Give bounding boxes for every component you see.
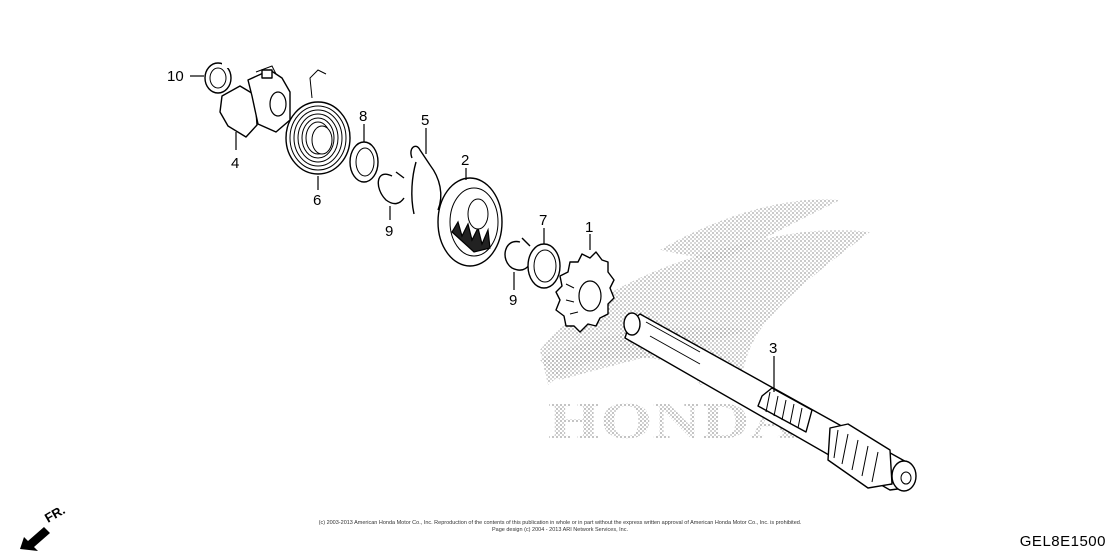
part-3-spindle bbox=[623, 312, 917, 492]
part-7-washer bbox=[527, 243, 561, 289]
callout-labels: 10 4 6 8 9 5 2 9 7 1 3 bbox=[167, 68, 777, 357]
callout-10: 10 bbox=[167, 68, 184, 85]
wing-upper-feather bbox=[660, 199, 840, 262]
leader-lines bbox=[190, 75, 775, 392]
callout-3: 3 bbox=[769, 340, 777, 357]
part-5-spring-clip bbox=[410, 145, 442, 215]
spindle-gear-teeth bbox=[827, 423, 893, 489]
callout-9-lower: 9 bbox=[509, 292, 517, 309]
arrow-down-left-icon bbox=[20, 527, 50, 551]
copyright-line-2: Page design (c) 2004 - 2013 ARI Network … bbox=[491, 527, 629, 533]
callout-6: 6 bbox=[313, 192, 321, 209]
honda-wing-watermark bbox=[540, 199, 870, 385]
callout-9-upper: 9 bbox=[385, 223, 393, 240]
spindle-spline-section bbox=[757, 387, 813, 433]
part-10-snap-ring bbox=[204, 62, 232, 94]
copyright-line-1: (c) 2003-2013 American Honda Motor Co., … bbox=[318, 520, 802, 526]
copyright-notice: (c) 2003-2013 American Honda Motor Co., … bbox=[0, 520, 1120, 534]
callout-2: 2 bbox=[461, 152, 469, 169]
wing-lower-feather bbox=[540, 326, 750, 380]
part-2-ratchet bbox=[437, 177, 503, 267]
part-9-snap-ring-lower bbox=[504, 237, 531, 271]
diagram-code: GEL8E1500 bbox=[1019, 533, 1106, 550]
part-1-gear bbox=[555, 251, 615, 333]
callout-8: 8 bbox=[359, 108, 367, 125]
callout-5: 5 bbox=[421, 112, 429, 129]
callout-4: 4 bbox=[231, 155, 239, 172]
callout-7: 7 bbox=[539, 212, 547, 229]
part-8-washer bbox=[349, 141, 379, 183]
callout-1: 1 bbox=[585, 219, 593, 236]
part-9-snap-ring-upper bbox=[377, 171, 405, 205]
part-6-spring bbox=[285, 69, 351, 175]
front-direction-indicator: FR. bbox=[20, 505, 68, 551]
